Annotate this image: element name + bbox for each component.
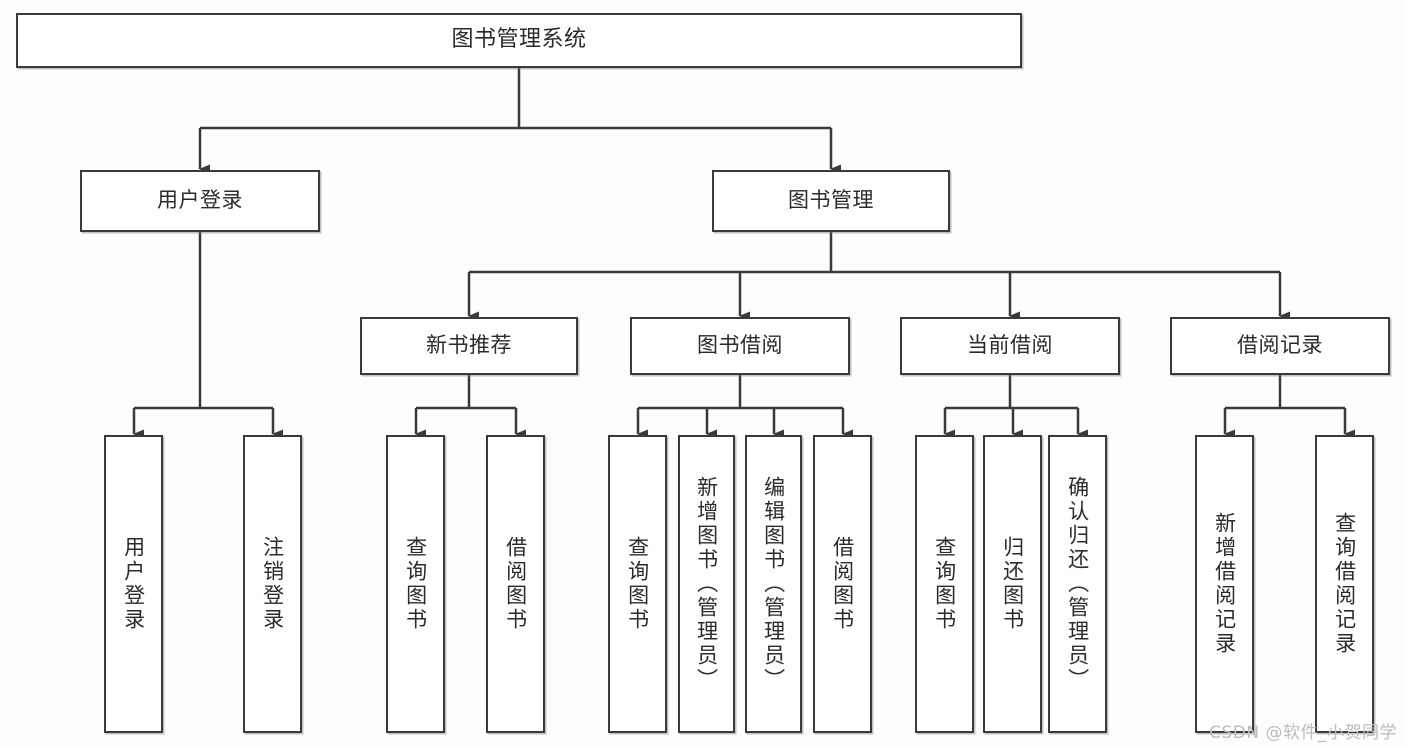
node-borrow-record: 借阅记录 bbox=[1170, 317, 1390, 375]
node-current-borrow: 当前借阅 bbox=[900, 317, 1120, 375]
node-leaf-query-book-1: 查询图书 bbox=[386, 435, 445, 733]
node-leaf-return-book: 归还图书 bbox=[983, 435, 1042, 733]
node-book-manage: 图书管理 bbox=[712, 170, 950, 232]
node-leaf-confirm-return: 确认归还（管理员） bbox=[1048, 435, 1107, 733]
edges bbox=[132, 68, 1355, 439]
node-label: 查询图书 bbox=[625, 536, 650, 632]
node-label: 借阅图书 bbox=[830, 536, 855, 632]
node-book-borrow: 图书借阅 bbox=[630, 317, 850, 375]
node-label: 新增图书（管理员） bbox=[694, 476, 719, 692]
node-label: 查询图书 bbox=[403, 536, 428, 632]
node-label: 新增借阅记录 bbox=[1212, 512, 1237, 656]
node-leaf-user-login: 用户登录 bbox=[104, 435, 163, 733]
node-root: 图书管理系统 bbox=[16, 13, 1022, 68]
node-user-login: 用户登录 bbox=[80, 170, 320, 232]
node-label: 借阅图书 bbox=[503, 536, 528, 632]
node-leaf-edit-book: 编辑图书（管理员） bbox=[745, 435, 802, 733]
node-label: 编辑图书（管理员） bbox=[761, 476, 786, 692]
node-leaf-add-record: 新增借阅记录 bbox=[1195, 435, 1254, 733]
node-label: 借阅记录 bbox=[1237, 333, 1323, 358]
node-leaf-borrow-book-2: 借阅图书 bbox=[813, 435, 872, 733]
node-label: 图书管理系统 bbox=[451, 27, 587, 53]
node-new-book-rec: 新书推荐 bbox=[360, 317, 578, 375]
node-label: 用户登录 bbox=[157, 188, 243, 213]
node-label: 新书推荐 bbox=[426, 333, 512, 358]
node-leaf-borrow-book-1: 借阅图书 bbox=[486, 435, 545, 733]
node-label: 归还图书 bbox=[1000, 536, 1025, 632]
node-leaf-query-book-2: 查询图书 bbox=[608, 435, 667, 733]
node-label: 图书借阅 bbox=[697, 333, 783, 358]
node-leaf-add-book: 新增图书（管理员） bbox=[678, 435, 735, 733]
node-leaf-logout: 注销登录 bbox=[243, 435, 302, 733]
node-label: 查询借阅记录 bbox=[1332, 512, 1357, 656]
node-label: 用户登录 bbox=[121, 536, 146, 632]
node-label: 当前借阅 bbox=[967, 333, 1053, 358]
node-leaf-query-book-3: 查询图书 bbox=[915, 435, 974, 733]
csdn-watermark: CSDN @软件_小贺同学 bbox=[1209, 723, 1397, 743]
node-label: 确认归还（管理员） bbox=[1065, 476, 1090, 692]
node-label: 注销登录 bbox=[260, 536, 285, 632]
node-leaf-query-record: 查询借阅记录 bbox=[1315, 435, 1374, 733]
node-label: 查询图书 bbox=[932, 536, 957, 632]
node-label: 图书管理 bbox=[788, 188, 874, 213]
